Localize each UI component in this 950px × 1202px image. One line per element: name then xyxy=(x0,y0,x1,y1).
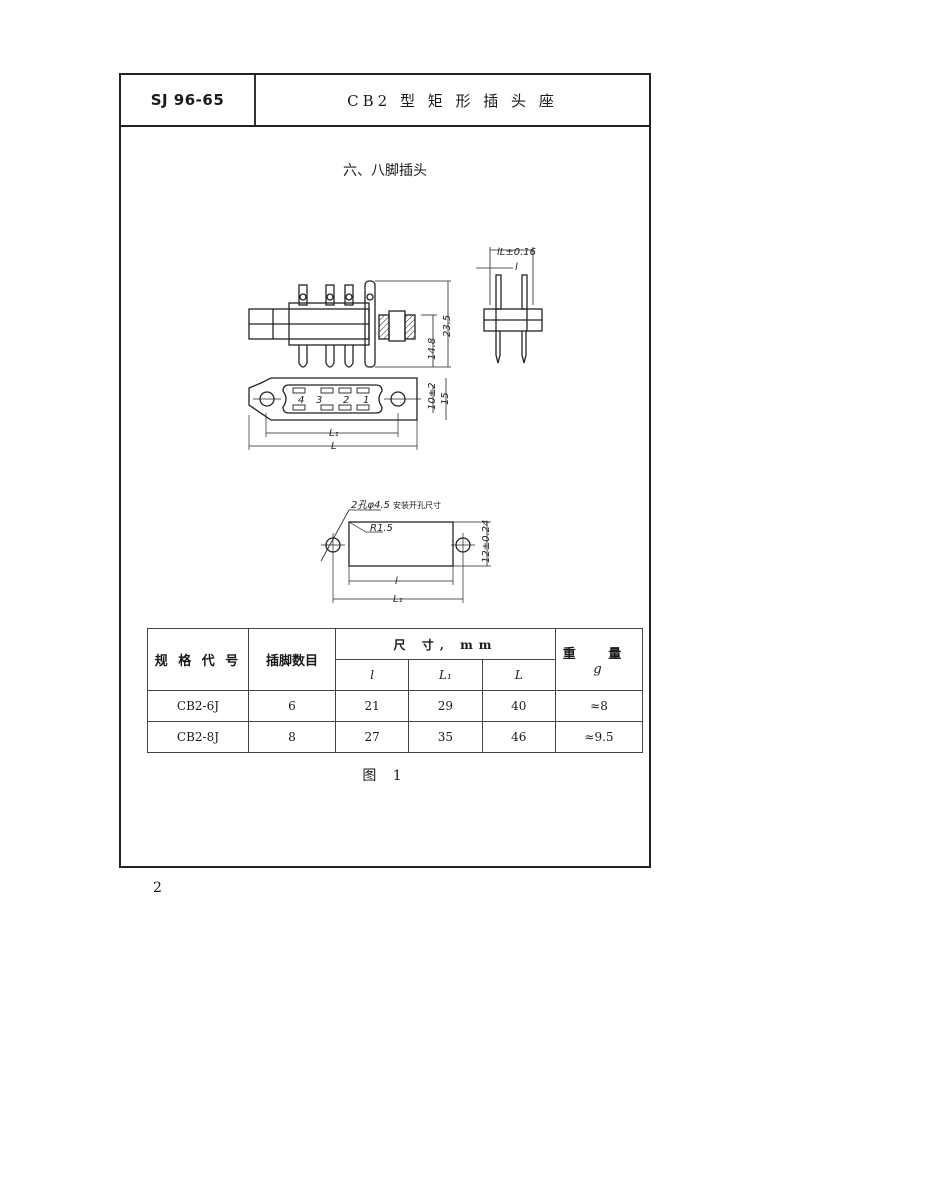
svg-text:23.5: 23.5 xyxy=(442,315,453,337)
col-header-dimensions: 尺 寸, mm xyxy=(335,628,556,660)
col-header-spec-code: 规 格 代 号 xyxy=(147,628,249,691)
svg-text:L₁: L₁ xyxy=(329,428,339,439)
col-header-weight: 重 量 g xyxy=(555,628,643,691)
svg-text:L: L xyxy=(331,441,337,452)
svg-text:L₁: L₁ xyxy=(393,594,403,605)
document-title: CB2 型 矩 形 插 头 座 xyxy=(347,91,558,110)
svg-text:4: 4 xyxy=(298,395,304,406)
svg-text:安装开孔尺寸: 安装开孔尺寸 xyxy=(393,500,441,510)
page-number: 2 xyxy=(153,880,162,896)
table-row: CB2-8J 8 27 35 46 ≈9.5 xyxy=(147,721,643,753)
svg-text:10±2: 10±2 xyxy=(427,383,438,410)
svg-text:3: 3 xyxy=(316,395,322,406)
figure-caption: 图 1 xyxy=(362,768,408,784)
svg-text:l: l xyxy=(515,262,518,273)
svg-text:15: 15 xyxy=(440,392,451,405)
svg-text:2孔φ4.5: 2孔φ4.5 xyxy=(351,499,390,511)
table-row: CB2-6J 6 21 29 40 ≈8 xyxy=(147,690,643,722)
top-view-drawing: 4 3 2 1 L₁ L 10±2 15 xyxy=(248,377,451,452)
document-frame: SJ 96-65 CB2 型 矩 形 插 头 座 六、八脚插头 xyxy=(119,73,651,868)
section-title: 六、八脚插头 xyxy=(343,163,427,179)
svg-text:12±0.24: 12±0.24 xyxy=(481,520,492,563)
svg-text:1: 1 xyxy=(363,395,369,406)
svg-text:lL±0.16: lL±0.16 xyxy=(497,247,536,258)
col-header-l: l xyxy=(334,659,410,691)
cutout-drawing: 2孔φ4.5 安装开孔尺寸 R1.5 l L₁ 12±0.24 xyxy=(320,499,492,605)
col-header-L: L xyxy=(481,659,557,691)
svg-text:R1.5: R1.5 xyxy=(370,523,393,534)
svg-text:14.8: 14.8 xyxy=(427,338,438,360)
col-header-L1: L₁ xyxy=(408,659,483,691)
svg-text:2: 2 xyxy=(343,395,349,406)
standard-code: SJ 96-65 xyxy=(121,75,256,125)
col-header-pin-count: 插脚数目 xyxy=(248,628,336,691)
technical-drawing: 14.8 23.5 lL±0.16 l xyxy=(248,247,543,605)
side-view-drawing: 14.8 23.5 xyxy=(248,280,453,368)
svg-text:l: l xyxy=(395,576,398,587)
end-view-drawing: lL±0.16 l xyxy=(476,247,543,364)
document-header: SJ 96-65 CB2 型 矩 形 插 头 座 xyxy=(121,75,649,127)
spec-table: 规 格 代 号 插脚数目 尺 寸, mm 重 量 g l L₁ L CB2-6J… xyxy=(147,628,643,753)
